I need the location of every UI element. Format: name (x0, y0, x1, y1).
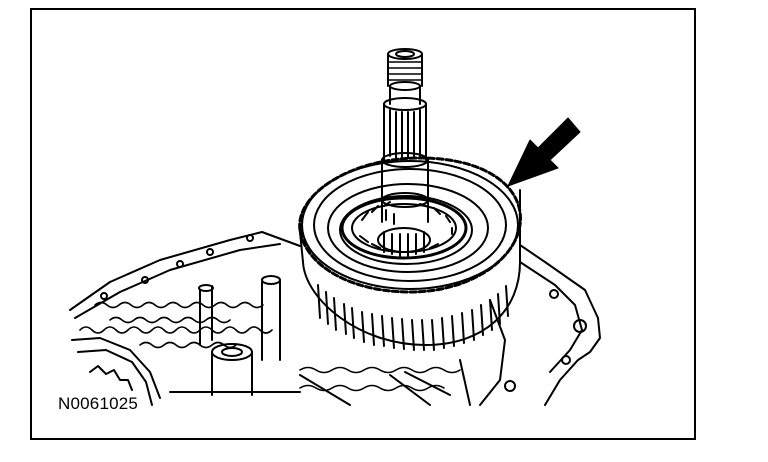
arrow-pointer-icon (507, 117, 581, 187)
input-shaft (381, 48, 429, 225)
figure-code: N0061025 (58, 394, 139, 413)
clutch-drum (298, 156, 522, 351)
center-bearing (340, 196, 468, 260)
case-shafts (169, 275, 471, 406)
lower-left-gear (71, 337, 161, 406)
illustration-frame (30, 8, 696, 440)
